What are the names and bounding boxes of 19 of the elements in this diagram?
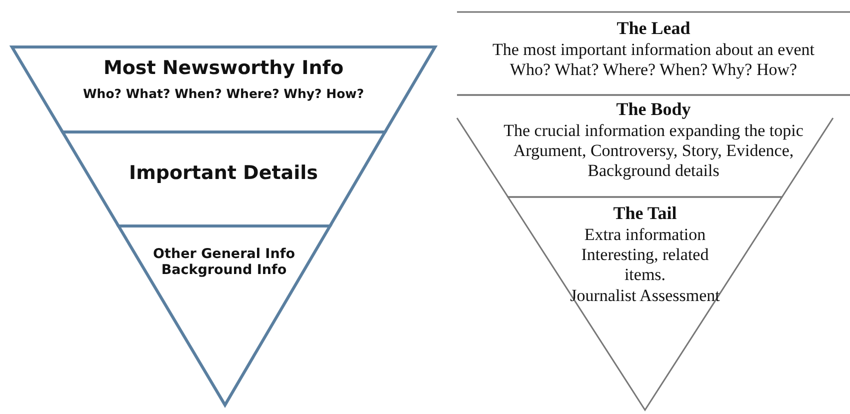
pyramid-section <box>12 47 435 132</box>
section-heading: The Body <box>615 99 692 121</box>
section-text: Extra information <box>583 224 707 245</box>
pyramid-section <box>457 95 850 197</box>
pyramid-section <box>508 197 782 410</box>
pyramid-section <box>62 132 385 226</box>
section-text: Who? What? Where? When? Why? How? <box>508 60 798 80</box>
pyramid-section <box>118 226 330 405</box>
section-text: Journalist Assessment <box>569 286 721 306</box>
section-text: The crucial information expanding the topic <box>502 120 804 141</box>
section-text: Who? What? When? Where? Why? How? <box>82 86 365 101</box>
section-heading: Most Newsworthy Info <box>102 57 345 80</box>
section-text: The most important information about an event <box>492 40 816 60</box>
section-text: Argument, Controversy, Story, Evidence, Background details <box>512 141 795 182</box>
section-heading: The Tail <box>612 203 678 225</box>
section-heading: The Lead <box>616 18 692 40</box>
section-heading: Important Details <box>128 162 319 185</box>
section-text: Interesting, related items. <box>580 245 710 286</box>
section-heading: Other General Info Background Info <box>152 246 296 278</box>
